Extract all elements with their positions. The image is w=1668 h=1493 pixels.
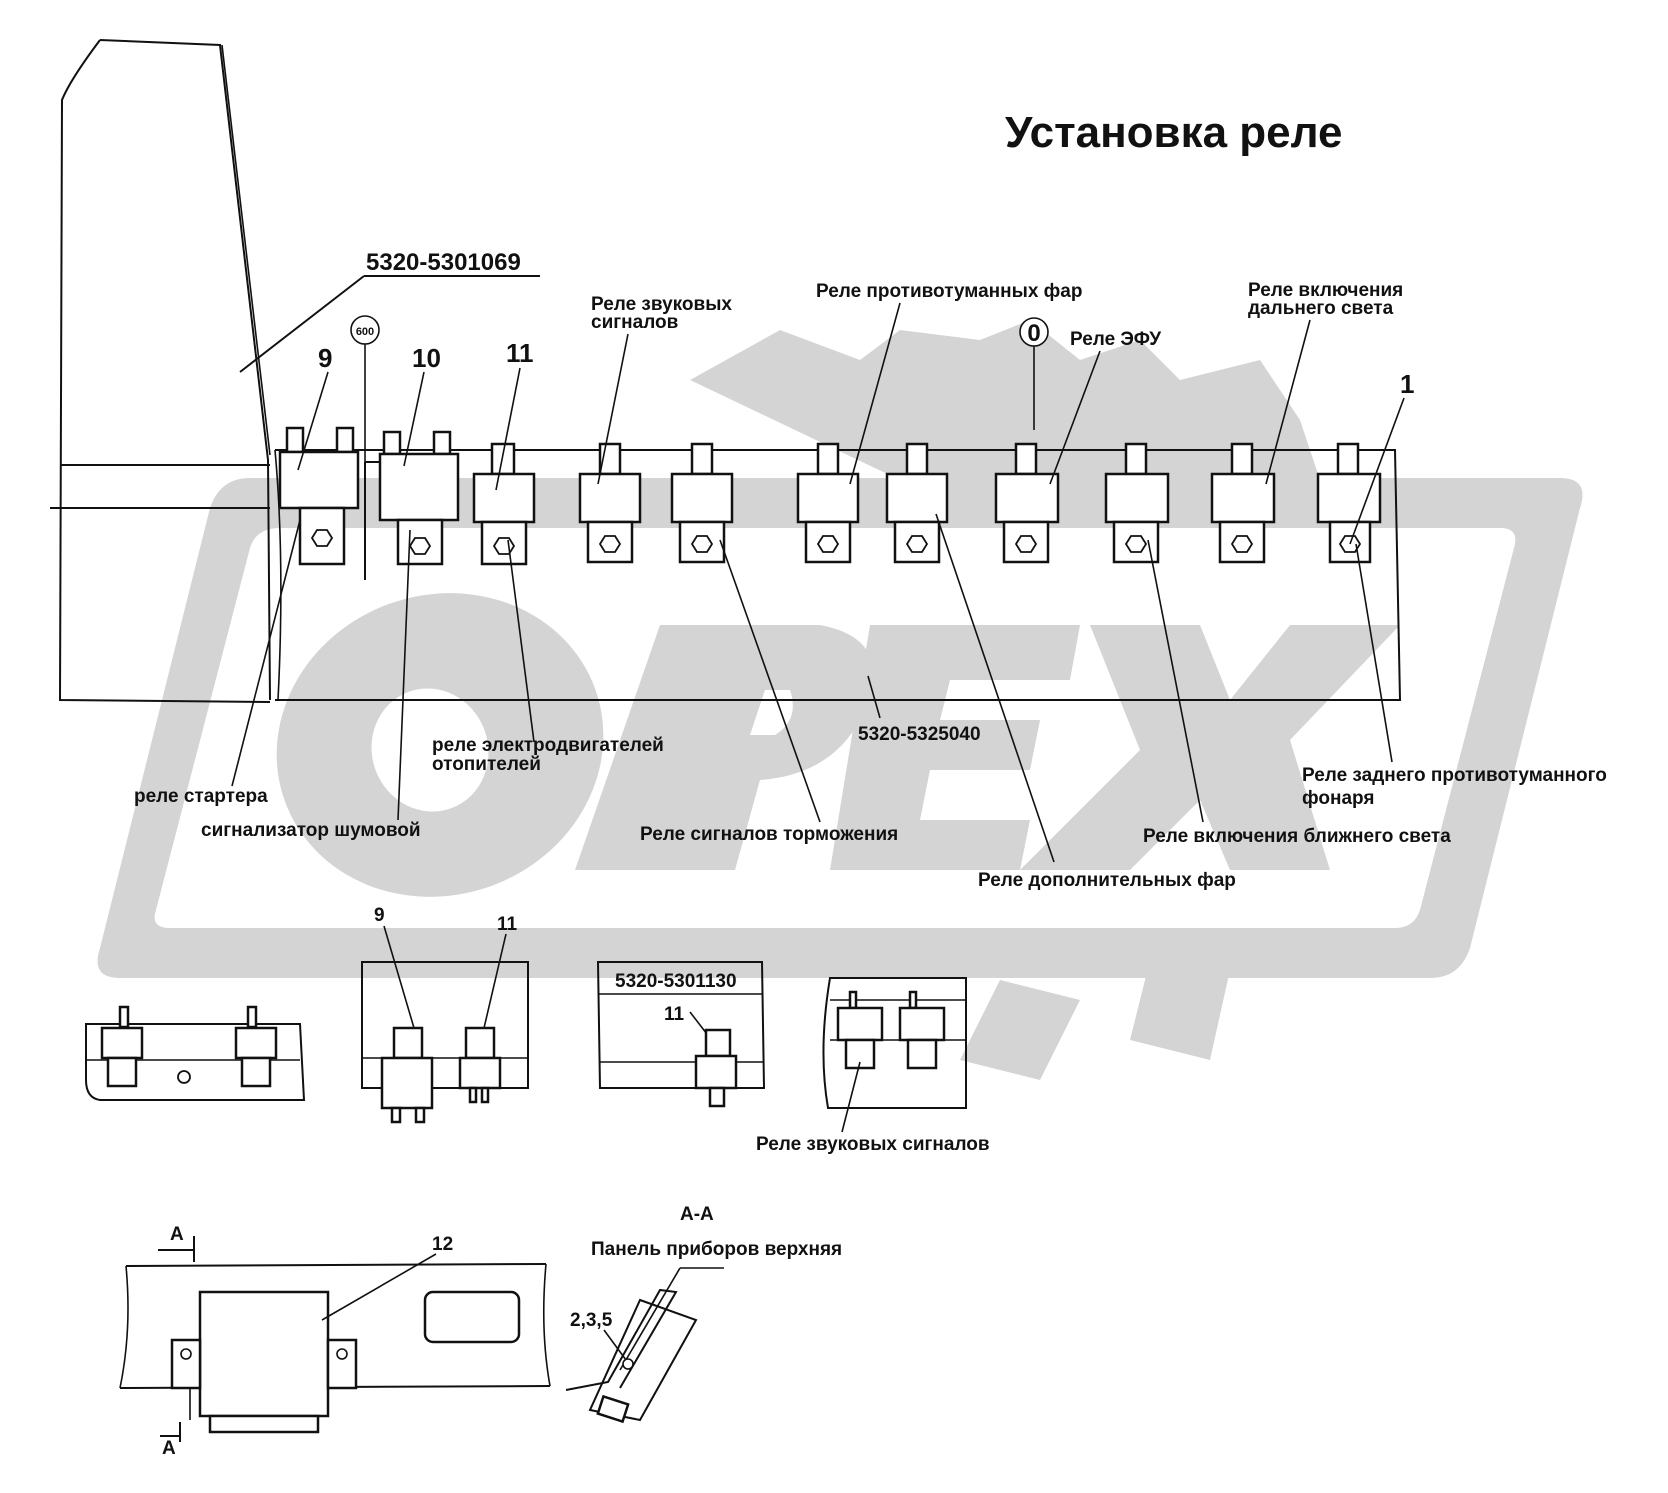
label-fog-headlamp-relay: Реле противотуманных фар (816, 281, 1082, 302)
section-title: А-А (680, 1204, 714, 1225)
detail3-callout-11: 11 (664, 1004, 685, 1025)
left-panel (50, 39, 271, 703)
label-starter-relay: реле стартера (134, 786, 268, 807)
relay-rear-fog (1316, 442, 1382, 564)
label-high-beam-relay-line2: дальнего света (1248, 298, 1394, 319)
detail-view-2: 9 11 (361, 905, 529, 1124)
relay-brake (670, 442, 734, 564)
label-low-beam-relay: Реле включения ближнего света (1143, 826, 1451, 847)
callout-12: 12 (432, 1234, 453, 1255)
relay-10 (378, 430, 460, 566)
label-horn-relay-line2: сигналов (591, 312, 678, 333)
relay-fog (796, 442, 860, 564)
relay-high-beam (1210, 442, 1276, 564)
zero-callout: 0 (1019, 317, 1049, 430)
detail-view-4: Реле звуковых сигналов (756, 977, 990, 1155)
relay-horn (578, 442, 642, 564)
part-number-detail-harness: 5320-5301130 (615, 971, 737, 992)
label-efu-relay: Реле ЭФУ (1070, 329, 1161, 350)
relay-efu (994, 442, 1060, 564)
label-aux-headlamp-relay: Реле дополнительных фар (978, 870, 1236, 891)
callout-11: 11 (506, 338, 534, 368)
relay-9 (278, 426, 360, 566)
callout-10: 10 (412, 343, 441, 373)
relay-11 (472, 442, 536, 566)
detail-relay-12: А 12 А (119, 1224, 551, 1459)
label-horn-relay-line1: Реле звуковых (591, 294, 732, 315)
label-noise-signaller: сигнализатор шумовой (201, 820, 421, 841)
label-rear-fog-relay-line2: фонаря (1302, 788, 1374, 809)
label-heater-motor-relay-line1: реле электродвигателей (432, 735, 664, 756)
section-mark-bottom: А (162, 1438, 176, 1459)
label-upper-panel: Панель приборов верхняя (591, 1239, 842, 1260)
relay-aux (885, 442, 949, 564)
label-rear-fog-relay-line1: Реле заднего противотуманного (1302, 765, 1607, 786)
label-high-beam-relay-line1: Реле включения (1248, 280, 1403, 301)
section-a-a: А-А Панель приборов верхняя 2,3,5 (565, 1204, 842, 1424)
label-horn-relay-bottom: Реле звуковых сигналов (756, 1134, 990, 1155)
watermark-logo (97, 320, 1583, 1080)
callout-9: 9 (318, 343, 332, 373)
part-number-panel: 5320-5325040 (858, 724, 981, 745)
label-heater-motor-relay-line2: отопителей (432, 754, 541, 775)
size-600-callout: 600 (350, 315, 380, 462)
part-number-top-harness: 5320-5301069 (366, 249, 521, 276)
detail2-callout-9: 9 (374, 905, 385, 926)
detail-view-1 (85, 1005, 306, 1101)
zero-text: 0 (1027, 320, 1040, 347)
relay-row (278, 426, 1382, 566)
callout-fasteners: 2,3,5 (570, 1310, 613, 1331)
drawing-title: Установка реле (1005, 108, 1343, 157)
label-brake-signal-relay: Реле сигналов торможения (640, 824, 898, 845)
detail2-callout-11: 11 (497, 914, 518, 935)
detail-view-3: 5320-5301130 11 (596, 961, 766, 1108)
callout-1: 1 (1400, 369, 1414, 399)
size-600-text: 600 (356, 326, 374, 338)
section-mark-top: А (170, 1224, 184, 1245)
relay-low-beam (1104, 442, 1170, 564)
